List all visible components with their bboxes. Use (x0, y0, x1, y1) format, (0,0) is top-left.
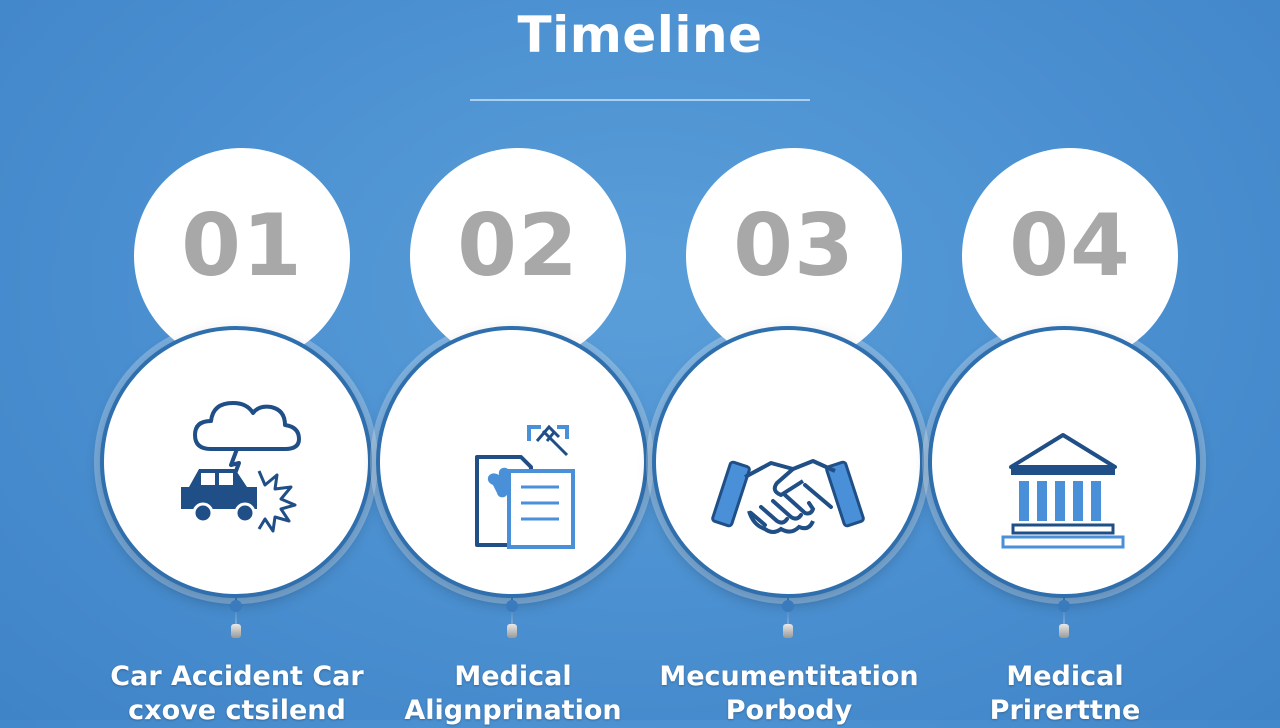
connector-dot (1058, 600, 1070, 612)
step-connector (787, 598, 789, 632)
step-icon-circle (928, 326, 1200, 598)
car-crash-cloud-icon (181, 401, 301, 533)
connector-dot (230, 600, 242, 612)
step-number: 02 (457, 196, 579, 296)
title-divider (470, 99, 810, 101)
step-label-line1: Medical (454, 661, 572, 692)
connector-pin (783, 624, 793, 638)
step-label: Medical Prirerttne (900, 660, 1230, 728)
step-icon-circle (652, 326, 924, 598)
connector-dot (506, 600, 518, 612)
timeline-step-3: 03 Mecumentitation Porbody (644, 0, 944, 726)
step-label-line1: Medical (1006, 661, 1124, 692)
medical-documents-icon (475, 424, 575, 549)
handshake-icon (711, 459, 865, 534)
timeline-step-2: 02 Medical Alignprination (368, 0, 668, 726)
step-label-line1: Mecumentitation (659, 661, 919, 692)
step-connector (511, 598, 513, 632)
connector-pin (507, 624, 517, 638)
step-label-line1: Car Accident Car (110, 661, 364, 692)
connector-pin (1059, 624, 1069, 638)
step-number: 04 (1009, 196, 1131, 296)
step-connector (1063, 598, 1065, 632)
timeline-step-1: 01 Car Accident Car cxove ctsilend (92, 0, 392, 726)
step-icon-circle (376, 326, 648, 598)
courthouse-icon (1001, 433, 1125, 549)
step-label-line2: Prirerttne (989, 695, 1141, 726)
page-title: Timeline (517, 6, 763, 64)
step-icon-circle (100, 326, 372, 598)
connector-dot (782, 600, 794, 612)
connector-pin (231, 624, 241, 638)
step-number: 01 (181, 196, 303, 296)
step-connector (235, 598, 237, 632)
timeline-step-4: 04 Medical Prirerttne (920, 0, 1220, 726)
step-number: 03 (733, 196, 855, 296)
